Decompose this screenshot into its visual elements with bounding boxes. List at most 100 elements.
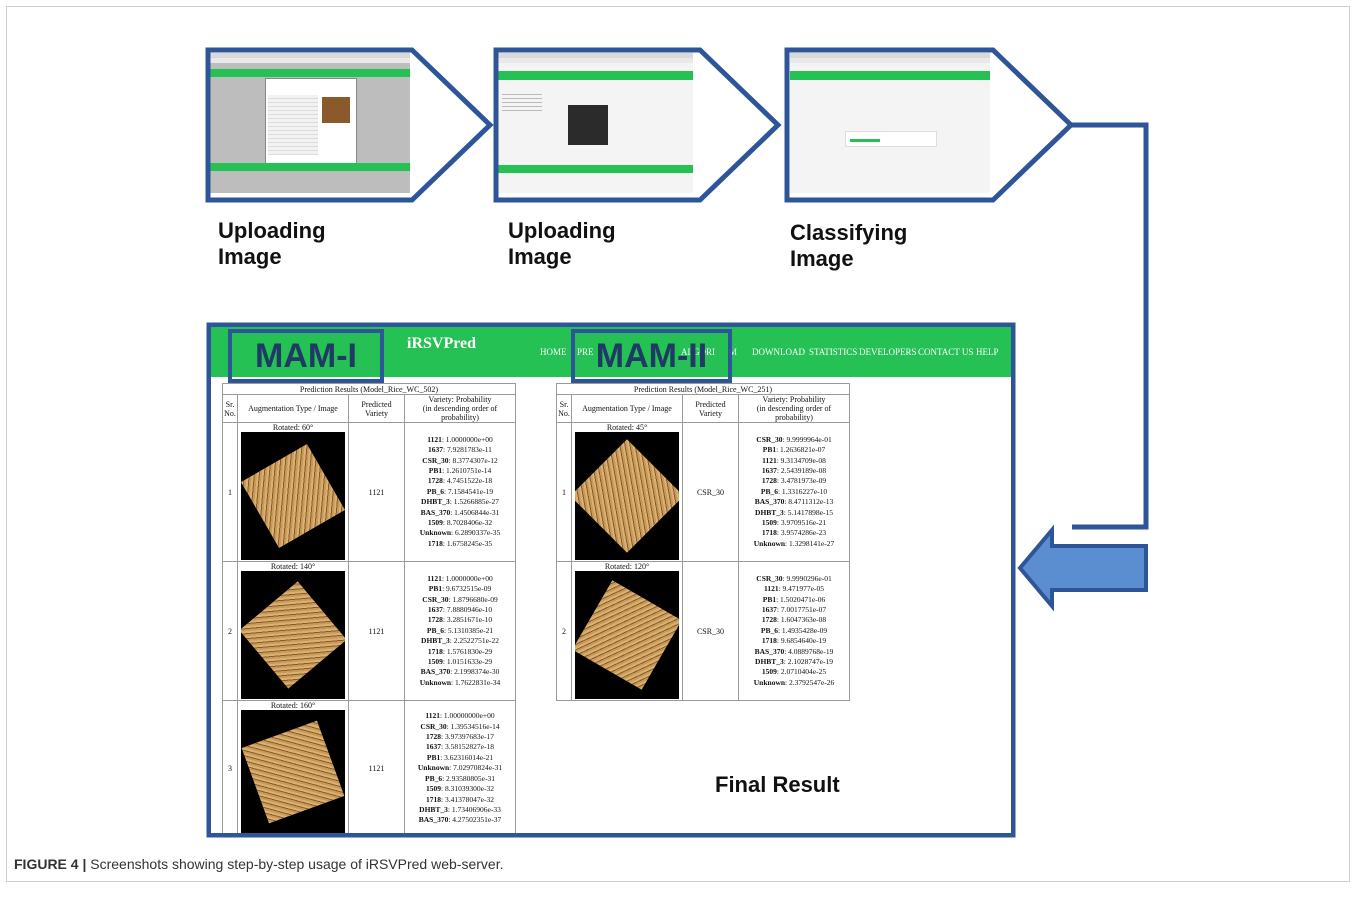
mam1-row2-augmentation: Rotated: 140° [270, 562, 316, 571]
probability-value: : 1.0000000e+00 [441, 573, 493, 583]
variety-name: BAS_370 [420, 507, 451, 517]
variety-name: 1121 [762, 455, 777, 465]
variety-name: 1728 [427, 476, 443, 486]
probability-line: DHBT_3: 1.73406906e-33 [405, 805, 515, 815]
variety-name: DHBT_3 [421, 497, 450, 507]
probability-value: : 7.02970824e-31 [449, 763, 503, 773]
nav-pre[interactable]: PRE [577, 347, 594, 357]
probability-line: 1637: 7.8880946e-10 [405, 605, 515, 615]
probability-line: 1121: 1.00000000e+00 [405, 711, 515, 721]
probability-value: : 3.2851671e-10 [442, 615, 493, 625]
probability-value: : 3.58152827e-18 [441, 742, 494, 752]
mam1-row1-srno: 1 [222, 422, 238, 562]
nav-home[interactable]: HOME [540, 347, 567, 357]
probability-line: CSR_30: 9.9990296e-01 [739, 574, 849, 584]
probability-line: 1637: 7.9281783e-11 [405, 445, 515, 455]
variety-name: CSR_30 [422, 594, 449, 604]
table-row: 3 Rotated: 160° 1121 1121: 1.00000000e+0… [222, 700, 516, 833]
probability-value: : 2.2522751e-22 [449, 636, 499, 646]
probability-line: Unknown: 1.3298141e-27 [739, 539, 849, 549]
probability-line: PB1: 9.6732515e-09 [405, 584, 515, 594]
probability-line: Unknown: 7.02970824e-31 [405, 763, 515, 773]
probability-line: DHBT_3: 5.1417898e-15 [739, 508, 849, 518]
variety-name: PB_6 [760, 486, 778, 496]
probability-value: : 5.1310385e-21 [443, 625, 494, 635]
probability-line: BAS_370: 2.1998374e-30 [405, 667, 515, 677]
mam2-row2-srno: 2 [556, 561, 572, 701]
nav-download[interactable]: DOWNLOAD [752, 347, 805, 357]
step2-screenshot [498, 53, 693, 193]
step1-arrow-outline [205, 47, 494, 203]
site-brand[interactable]: iRSVPred [407, 335, 477, 352]
variety-name: BAS_370 [754, 646, 785, 656]
probability-line: 1637: 7.0017751e-07 [739, 605, 849, 615]
mam2-row2-variety: CSR_30 [682, 561, 739, 701]
variety-name: 1728 [761, 615, 777, 625]
probability-value: : 1.5266885e-27 [449, 497, 499, 507]
variety-name: 1509 [427, 518, 443, 528]
probability-line: 1728: 3.2851671e-10 [405, 615, 515, 625]
probability-line: 1637: 3.58152827e-18 [405, 742, 515, 752]
probability-value: : 7.8880946e-10 [442, 604, 493, 614]
mam1-col-probability: Variety: Probability(in descending order… [404, 394, 516, 423]
variety-name: DHBT_3 [755, 507, 784, 517]
probability-line: 1509: 2.0710404e-25 [739, 667, 849, 677]
figure-frame [6, 6, 1350, 882]
mam1-row3-rice-image [241, 710, 345, 833]
probability-value: : 1.4935428e-09 [777, 625, 828, 635]
final-result-label: Final Result [715, 772, 840, 797]
nav-help[interactable]: HELP [976, 347, 999, 357]
mam2-row2-image-cell: Rotated: 120° [571, 561, 683, 701]
nav-algorithm-part1[interactable]: ALGORI [681, 347, 715, 357]
probability-value: : 1.7622831e-34 [451, 677, 501, 687]
variety-name: 1637 [426, 742, 442, 752]
probability-value: : 3.41378047e-32 [441, 794, 494, 804]
probability-line: 1637: 2.5439189e-08 [739, 466, 849, 476]
probability-value: : 9.6854640e-19 [776, 636, 827, 646]
probability-line: 1718: 1.5761830e-29 [405, 647, 515, 657]
variety-name: 1728 [761, 476, 777, 486]
probability-value: : 1.8796680e-09 [448, 594, 498, 604]
variety-name: 1728 [427, 615, 443, 625]
probability-value: : 9.471977e-05 [778, 584, 824, 594]
table-row: 1 Rotated: 45° CSR_30 CSR_30: 9.9999964e… [556, 422, 850, 562]
mam1-col-augmentation: Augmentation Type / Image [237, 394, 349, 423]
probability-line: CSR_30: 1.8796680e-09 [405, 595, 515, 605]
probability-value: : 1.39534516e-14 [446, 721, 500, 731]
variety-name: 1637 [761, 465, 777, 475]
probability-line: 1509: 8.7028406e-32 [405, 518, 515, 528]
variety-name: 1637 [427, 604, 443, 614]
probability-value: : 1.00000000e+00 [439, 711, 495, 721]
probability-line: CSR_30: 8.3774307e-12 [405, 456, 515, 466]
mam1-row3-augmentation: Rotated: 160° [270, 701, 316, 710]
nav-developers[interactable]: DEVELOPERS [859, 347, 917, 357]
variety-name: PB_6 [426, 486, 444, 496]
probability-line: 1718: 3.9574286e-23 [739, 528, 849, 538]
probability-line: 1718: 9.6854640e-19 [739, 636, 849, 646]
figure-caption: FIGURE 4 | Screenshots showing step-by-s… [14, 856, 503, 872]
probability-line: Unknown: 6.2890337e-35 [405, 528, 515, 538]
variety-name: 1121 [427, 573, 442, 583]
probability-line: PB_6: 2.93580805e-31 [405, 774, 515, 784]
variety-name: Unknown [753, 538, 786, 548]
variety-name: PB1 [426, 752, 441, 762]
probability-line: 1718: 3.41378047e-32 [405, 795, 515, 805]
probability-value: : 3.97397683e-17 [441, 732, 494, 742]
nav-contact[interactable]: CONTACT US [918, 347, 974, 357]
probability-value: : 2.5439189e-08 [776, 465, 827, 475]
mam2-col-augmentation: Augmentation Type / Image [571, 394, 683, 423]
probability-value: : 9.3134709e-08 [776, 455, 826, 465]
probability-line: DHBT_3: 2.1028747e-19 [739, 657, 849, 667]
variety-name: PB1 [762, 445, 777, 455]
mam1-row2-srno: 2 [222, 561, 238, 701]
nav-statistics[interactable]: STATISTICS [809, 347, 858, 357]
nav-algorithm-part2[interactable]: M [729, 347, 738, 357]
mam2-row1-srno: 1 [556, 422, 572, 562]
mam1-row3-srno: 3 [222, 700, 238, 833]
